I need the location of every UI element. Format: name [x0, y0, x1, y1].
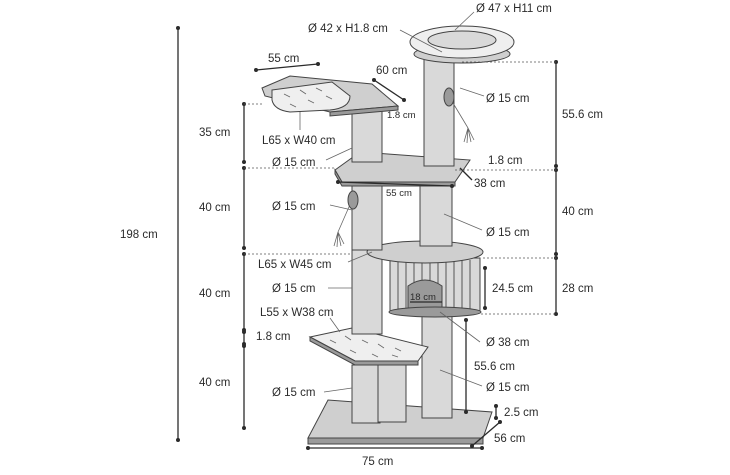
label-upper-left-gap: 40 cm	[199, 202, 230, 214]
label-hammock-width: 55 cm	[268, 53, 299, 65]
leader-post-1	[325, 147, 353, 161]
leader-condo-diameter	[439, 311, 481, 343]
hammock-stitch	[283, 87, 333, 108]
step-platform-edge	[309, 336, 419, 366]
label-condo-platform: L65 x W45 cm	[258, 259, 332, 271]
label-base-depth: 56 cm	[494, 433, 525, 445]
top-post	[423, 57, 455, 167]
right-post	[419, 179, 453, 247]
condo-post	[351, 247, 383, 335]
label-condo-post: Ø 15 cm	[272, 283, 315, 295]
label-mid-width: 55 cm	[386, 188, 412, 199]
leader-condo-platform	[347, 251, 373, 263]
label-post-1: Ø 15 cm	[272, 157, 315, 169]
top-bed-cushion	[427, 30, 497, 50]
label-hammock-thickness: 1.8 cm	[387, 110, 416, 121]
label-total-height: 198 cm	[120, 229, 158, 241]
leader-top-bed	[454, 11, 475, 31]
condo-bottom-edge	[388, 306, 482, 318]
leader-top-bed-base	[399, 29, 443, 53]
hammock-depth-line	[373, 79, 405, 101]
label-lower-left-gap: 40 cm	[199, 288, 230, 300]
label-top-bed-base: Ø 42 x H1.8 cm	[308, 23, 388, 35]
toy-tassel-lower	[333, 231, 345, 248]
leader-bottom-left-post	[323, 387, 353, 393]
label-hammock-gap: 35 cm	[199, 127, 230, 139]
label-toy-post: Ø 15 cm	[272, 201, 315, 213]
label-condo-diameter: Ø 38 cm	[486, 337, 529, 349]
label-step-thickness: 1.8 cm	[256, 331, 291, 343]
base-edge	[307, 437, 484, 445]
base-depth-line	[471, 421, 501, 447]
label-top-bed: Ø 47 x H11 cm	[476, 3, 552, 15]
bottom-right-post	[421, 299, 453, 419]
label-base-thickness: 2.5 cm	[504, 407, 539, 419]
label-top-post: Ø 15 cm	[486, 93, 529, 105]
bottom-left-post-b	[377, 359, 407, 423]
toy-tassel-upper	[463, 127, 475, 144]
label-hammock-size: L65 x W40 cm	[262, 135, 336, 147]
label-upper-right-gap: 40 cm	[562, 206, 593, 218]
condo-opening	[407, 279, 443, 309]
hammock-post	[351, 107, 383, 163]
label-step-size: L55 x W38 cm	[260, 307, 334, 319]
leader-top-post	[459, 87, 485, 97]
label-right-post: Ø 15 cm	[486, 227, 529, 239]
label-hammock-depth: 60 cm	[376, 65, 407, 77]
label-top-section: 55.6 cm	[562, 109, 603, 121]
leader-right-post	[443, 213, 483, 231]
label-condo-height: 24.5 cm	[492, 283, 533, 295]
mid-width-line	[337, 181, 453, 187]
bottom-left-post-a	[351, 364, 381, 424]
label-condo-total: 28 cm	[562, 283, 593, 295]
toy-ball-upper	[443, 87, 455, 107]
toy-post	[351, 177, 383, 251]
step-platform-stitch	[329, 335, 402, 358]
toy-ball-lower	[347, 190, 359, 210]
label-bottom-right-post: Ø 15 cm	[486, 382, 529, 394]
leader-bottom-right-post	[439, 369, 483, 387]
label-mid-depth: 38 cm	[474, 178, 505, 190]
label-bottom-left-gap: 40 cm	[199, 377, 230, 389]
label-mid-thickness: 1.8 cm	[488, 155, 523, 167]
label-bottom-section: 55.6 cm	[474, 361, 515, 373]
leader-step	[329, 317, 341, 333]
label-bottom-left-post: Ø 15 cm	[272, 387, 315, 399]
leader-toy-post	[329, 204, 353, 211]
label-base-width: 75 cm	[362, 456, 393, 468]
mid-depth-line	[459, 167, 473, 181]
hammock-frame-edge	[329, 105, 399, 117]
hammock-width-line	[255, 63, 319, 71]
label-condo-opening: 18 cm	[410, 292, 436, 303]
